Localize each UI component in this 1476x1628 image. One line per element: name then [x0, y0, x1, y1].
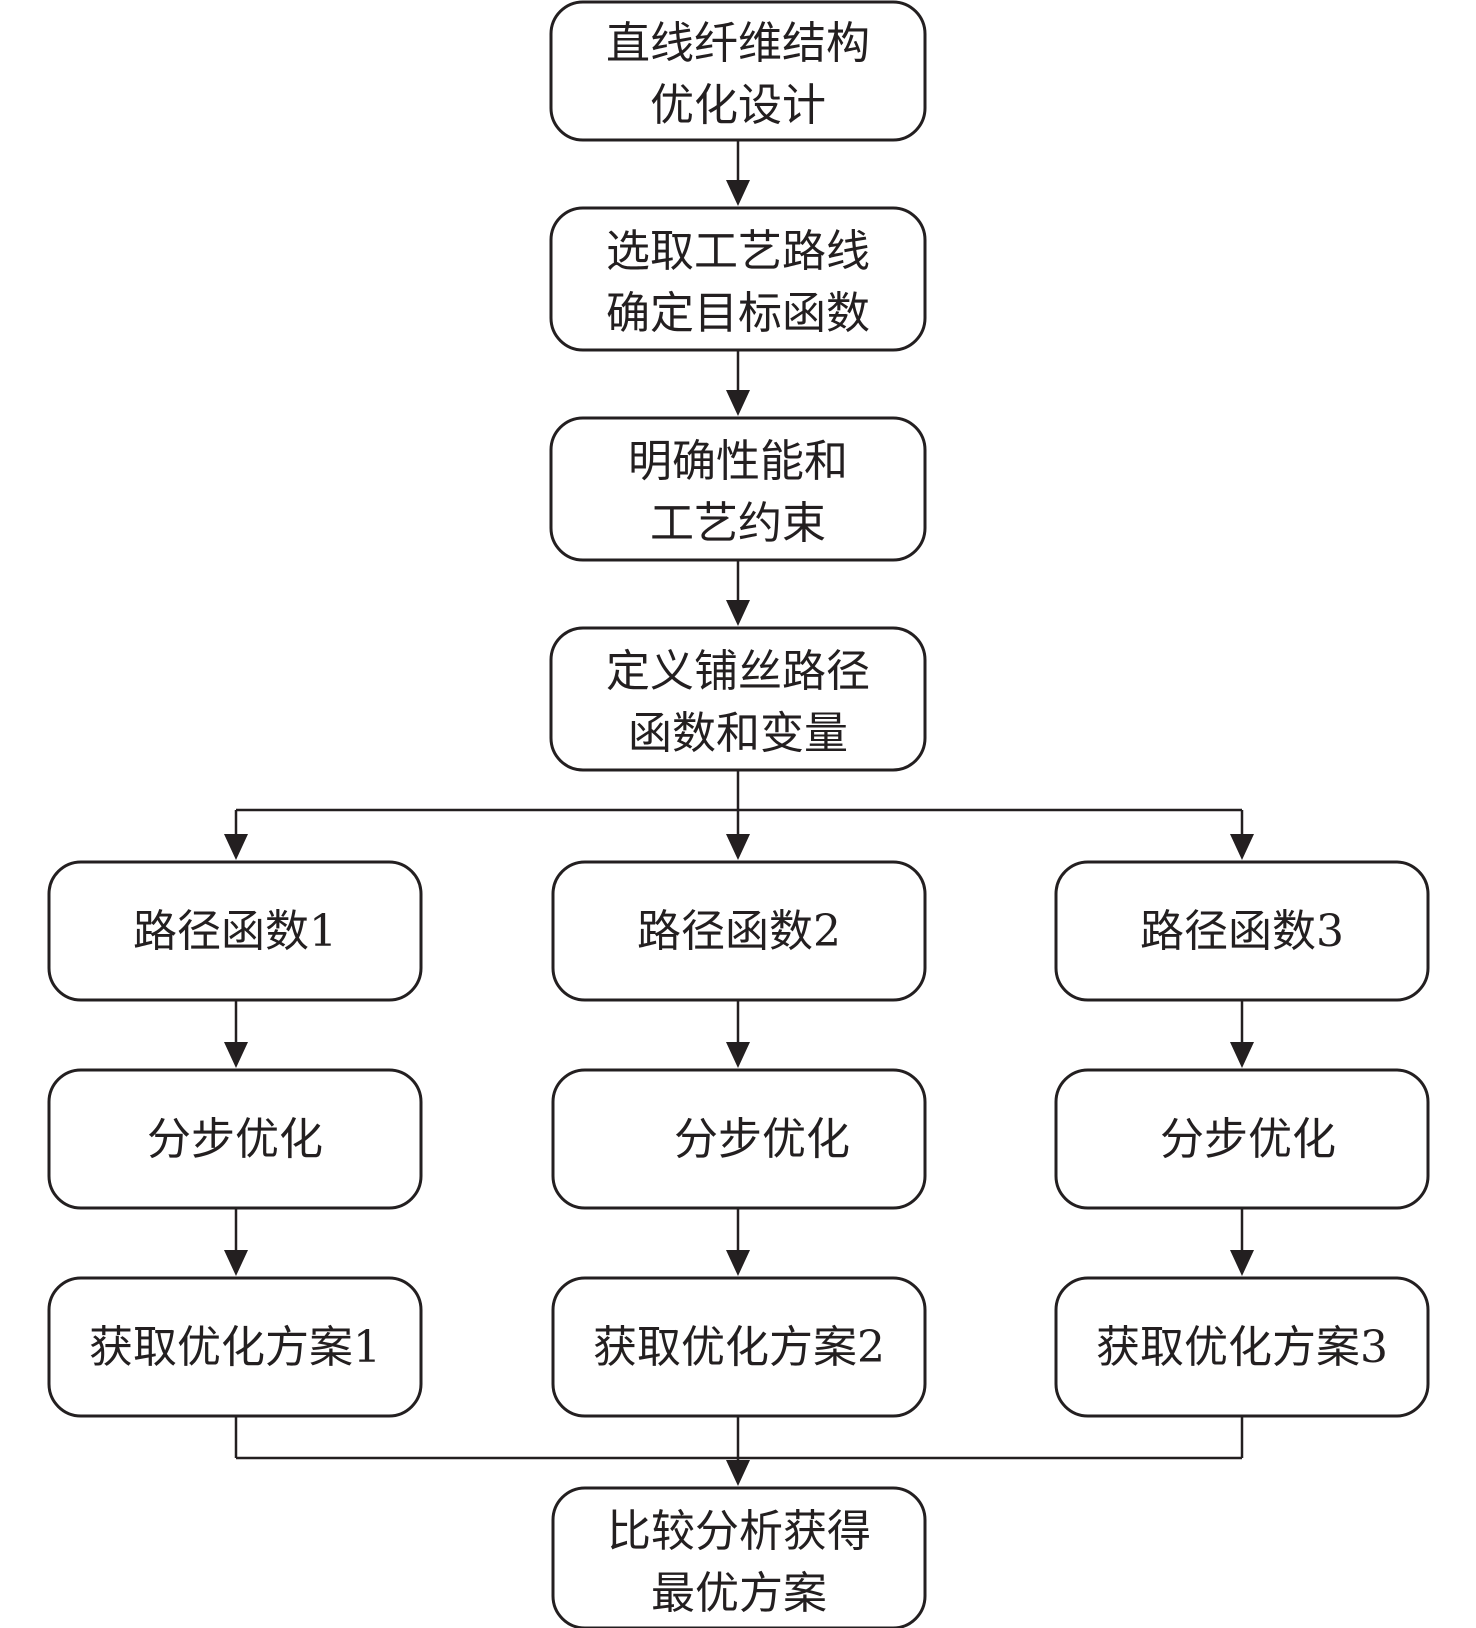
box-o3 [1054, 1276, 1430, 1418]
box-s3 [1054, 1068, 1430, 1210]
node-n3-line1: 明确性能和 [628, 436, 848, 487]
arrowhead-n4 [726, 600, 750, 626]
box-n4 [549, 626, 927, 772]
arrowhead-p1 [224, 834, 248, 860]
connectors [224, 140, 1254, 1486]
node-n1-line1: 直线纤维结构 [606, 18, 870, 69]
box-n1 [549, 0, 927, 142]
arrowhead-n2 [726, 180, 750, 206]
box-o2 [551, 1276, 927, 1418]
boxes [47, 0, 1430, 1628]
arrowhead-s1 [224, 1042, 248, 1068]
arrowhead-s2 [726, 1042, 750, 1068]
node-s2: 分步优化 [674, 1114, 850, 1165]
node-o1: 获取优化方案1 [89, 1322, 381, 1373]
arrowhead-o3 [1230, 1250, 1254, 1276]
node-n2-line2: 确定目标函数 [606, 288, 870, 339]
node-o2: 获取优化方案2 [593, 1322, 885, 1373]
arrowhead-p3 [1230, 834, 1254, 860]
arrowhead-o2 [726, 1250, 750, 1276]
node-n1-line2: 优化设计 [650, 80, 826, 131]
node-p2: 路径函数2 [637, 906, 841, 957]
arrowhead-f [726, 1460, 750, 1486]
node-s1: 分步优化 [147, 1114, 323, 1165]
box-p3 [1054, 860, 1430, 1002]
labels: 直线纤维结构 优化设计 选取工艺路线 确定目标函数 明确性能和 工艺约束 定义铺… [89, 18, 1388, 1619]
box-p1 [47, 860, 423, 1002]
box-p2 [551, 860, 927, 1002]
arrowhead-s3 [1230, 1042, 1254, 1068]
arrowhead-o1 [224, 1250, 248, 1276]
box-s1 [47, 1068, 423, 1210]
node-n2-line1: 选取工艺路线 [606, 226, 870, 277]
box-s2 [551, 1068, 927, 1210]
node-n4-line1: 定义铺丝路径 [606, 646, 870, 697]
node-s3: 分步优化 [1160, 1114, 1336, 1165]
node-f-line1: 比较分析获得 [607, 1506, 871, 1557]
box-f [551, 1486, 927, 1628]
node-f-line2: 最优方案 [651, 1568, 827, 1619]
box-o1 [47, 1276, 423, 1418]
box-n3 [549, 416, 927, 562]
node-p3: 路径函数3 [1140, 906, 1344, 957]
node-o3: 获取优化方案3 [1096, 1322, 1388, 1373]
box-n2 [549, 206, 927, 352]
arrowhead-n3 [726, 390, 750, 416]
node-n4-line2: 函数和变量 [628, 708, 848, 759]
node-n3-line2: 工艺约束 [650, 498, 826, 549]
node-p1: 路径函数1 [133, 906, 337, 957]
arrowhead-p2 [726, 834, 750, 860]
